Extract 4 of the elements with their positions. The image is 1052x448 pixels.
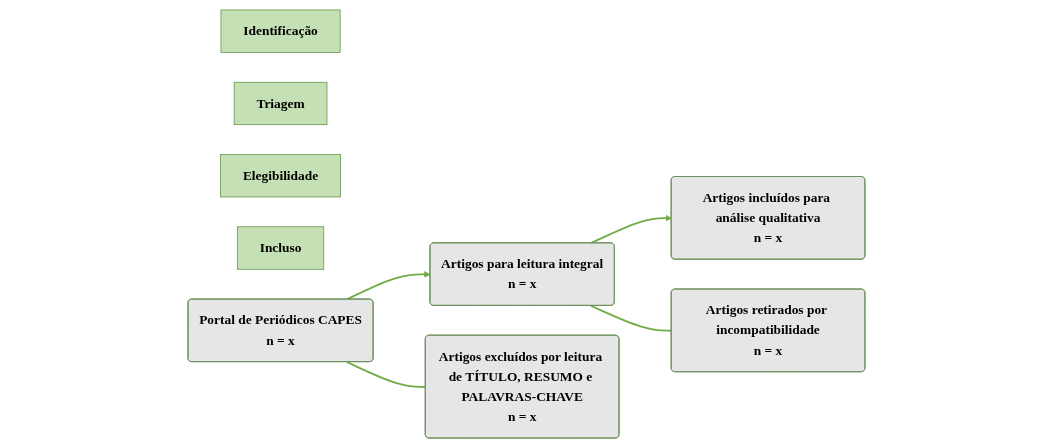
node-box: Elegibilidade [219,154,341,198]
node-box: Triagem [233,81,327,126]
node-box: Incluso [236,226,324,270]
node-box: Identificação [220,9,341,53]
